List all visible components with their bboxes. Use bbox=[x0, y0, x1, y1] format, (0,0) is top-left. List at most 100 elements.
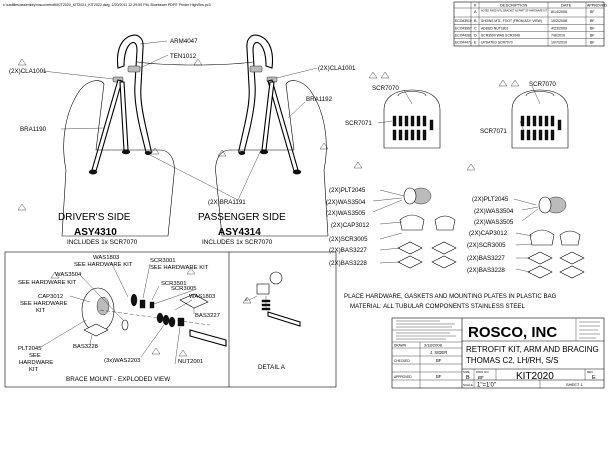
hardware-kit-drawing bbox=[353, 71, 585, 279]
callout-brace-1191: (2X)BRA1191 bbox=[208, 199, 246, 206]
passenger-seat-outline bbox=[215, 80, 329, 237]
base-right-4 bbox=[559, 265, 585, 279]
checked-label: CHECKED bbox=[394, 359, 410, 363]
bm-was1803: WAS1803 bbox=[93, 255, 120, 261]
driver-upper-clamp bbox=[127, 65, 141, 73]
detail-bracket bbox=[256, 283, 270, 295]
revision-table: # DESCRIPTION DATE APPROVED A NOTED FIXE… bbox=[453, 1, 607, 47]
rev-header-description: DESCRIPTION bbox=[500, 3, 527, 8]
rev-row-description: SHOWS MTL. FOOT (FROM ASY. VIEW) bbox=[481, 19, 542, 23]
driver-part-number: ASY4310 bbox=[74, 227, 117, 238]
callout-brace-1190: BRA1190 bbox=[20, 126, 47, 133]
note-line-1: PLACE HARDWARE, GASKETS AND MOUNTING PLA… bbox=[344, 293, 557, 300]
brace-tube-end bbox=[189, 329, 227, 347]
scale-label: SCALE bbox=[463, 383, 473, 387]
callout-plt-right: (2X)PLT2045 bbox=[472, 196, 509, 203]
passenger-lower-brace bbox=[261, 81, 275, 151]
detail-washer bbox=[269, 271, 283, 285]
brace-mount-title: BRACE MOUNT - EXPLODED VIEW bbox=[66, 376, 170, 383]
drawing-number: KIT2020 bbox=[516, 371, 554, 382]
drawing-description-1: RETROFIT KIT, ARM AND BRACING bbox=[466, 345, 599, 354]
cap-left bbox=[399, 214, 425, 231]
rev-row-date: 10/7/2010 bbox=[551, 41, 567, 45]
detail-a-label: DETAIL A bbox=[258, 364, 286, 371]
screws-left bbox=[392, 115, 434, 141]
size-label: SIZE bbox=[463, 370, 470, 374]
detail-tube bbox=[267, 311, 301, 327]
rev-row-date: 7/8/2010 bbox=[551, 34, 565, 38]
file-path: c:\cadfiles\assembly\rosco\retrofit\KIT2… bbox=[3, 3, 211, 7]
base-left-4 bbox=[431, 255, 457, 269]
bm-bas3227: BAS3227 bbox=[195, 313, 220, 319]
hardware-panel-right bbox=[511, 89, 569, 149]
bm-cap: CAP3012 bbox=[38, 294, 63, 300]
driver-brace-tube bbox=[91, 79, 123, 172]
passenger-includes: INCLUDES 1x SCR7070 bbox=[202, 239, 273, 246]
washer-2203-a bbox=[156, 312, 164, 324]
base-left-2 bbox=[397, 255, 423, 269]
washer-right bbox=[538, 196, 552, 214]
dwg-no-label: DWG NO bbox=[476, 370, 489, 374]
title-block bbox=[391, 317, 605, 389]
driver-foot-2 bbox=[121, 149, 131, 155]
passenger-foot-2 bbox=[259, 149, 269, 155]
cap-right bbox=[529, 229, 555, 246]
drawing-description-2: THOMAS C2, LH/RH, S/S bbox=[466, 356, 558, 365]
passenger-foot bbox=[292, 169, 302, 175]
detail-marker: A bbox=[245, 297, 248, 302]
rev-row-eco: ECO#3967 bbox=[455, 27, 472, 31]
callout-bas3228-left: (2X)BAS3228 bbox=[329, 260, 367, 267]
rev-row-eco: ECO#4471 bbox=[455, 41, 472, 45]
drawn-by: J. SIDER bbox=[430, 350, 447, 355]
callout-scr3005-left: (2X)SCR3005 bbox=[329, 236, 368, 243]
revision-triangle-icons bbox=[17, 58, 329, 211]
driver-seat-outline bbox=[61, 80, 175, 237]
rev-row-description: SCR3500 WAS SCR2046 bbox=[481, 34, 520, 38]
bm-see-kit-1: SEE HARDWARE KIT bbox=[74, 262, 133, 268]
rev-row-approved: BF bbox=[590, 27, 595, 31]
driver-foot bbox=[88, 169, 98, 175]
rev-row-letter: E bbox=[474, 41, 477, 45]
rev-row-description: NOTED FIXED MTL. BRACKET AS PART OF HARD… bbox=[481, 9, 547, 13]
bracket-base-3227 bbox=[179, 293, 209, 309]
hardware-panel-left bbox=[383, 89, 441, 149]
detail-a-drawing bbox=[242, 271, 301, 327]
callout-brace-1192: BRA1192 bbox=[306, 96, 333, 103]
base-left-3 bbox=[431, 241, 457, 255]
base-right bbox=[527, 251, 553, 265]
rev-row-date: 10/2/2008 bbox=[551, 19, 567, 23]
sheet-size: B bbox=[466, 375, 470, 381]
note-line-2: MATERIAL: ALL TUBULAR COMPONENTS STAINLE… bbox=[350, 303, 525, 310]
screw-3001 bbox=[139, 299, 146, 309]
arm-assembly-drawing bbox=[42, 34, 329, 237]
bm-was1803-b: WAS1803 bbox=[189, 294, 216, 300]
base-right-2 bbox=[527, 265, 553, 279]
passenger-side-caption: PASSENGER SIDE bbox=[198, 212, 286, 223]
detail-washer-stack-2 bbox=[261, 303, 271, 307]
drawn-label: DRAWN bbox=[394, 344, 407, 348]
driver-includes: INCLUDES 1x SCR7070 bbox=[67, 239, 138, 246]
bm-hardware-4: HARDWARE bbox=[19, 360, 53, 366]
rev-header-num: # bbox=[474, 3, 477, 8]
callout-cap-left: (2X)CAP3012 bbox=[331, 222, 370, 229]
callout-was3504-left: (2X)WAS3504 bbox=[326, 199, 366, 206]
bm-scr3501: SCR3501 bbox=[161, 281, 187, 287]
rev-row-approved: BF bbox=[590, 41, 595, 45]
rev-row-approved: BF bbox=[590, 34, 595, 38]
rev-row-letter: D bbox=[474, 34, 477, 38]
rev-row-description: UPDATED SCR7070 bbox=[481, 41, 513, 45]
rev-header-approved: APPROVED bbox=[587, 4, 607, 8]
bm-see-kit-5: SEE HARDWARE KIT bbox=[150, 265, 209, 271]
rev-row-approved: BF bbox=[590, 10, 595, 14]
bm-bas3228: BAS3228 bbox=[73, 344, 99, 350]
bm-scr3005: SCR3005 bbox=[171, 286, 197, 292]
bm-scr3001: SCR3001 bbox=[150, 258, 176, 264]
nut-2001 bbox=[177, 317, 185, 327]
bm-see-4: SEE bbox=[29, 353, 41, 359]
callout-was3505-right: (2X)WAS3505 bbox=[474, 219, 514, 226]
sheet-number: SHEET 1 bbox=[566, 382, 583, 387]
bm-plt: PLT2045 bbox=[18, 346, 42, 352]
rev-row-letter: A bbox=[474, 10, 477, 14]
passenger-part-number: ASY4314 bbox=[218, 227, 261, 238]
approved-initials: BF bbox=[478, 375, 484, 380]
